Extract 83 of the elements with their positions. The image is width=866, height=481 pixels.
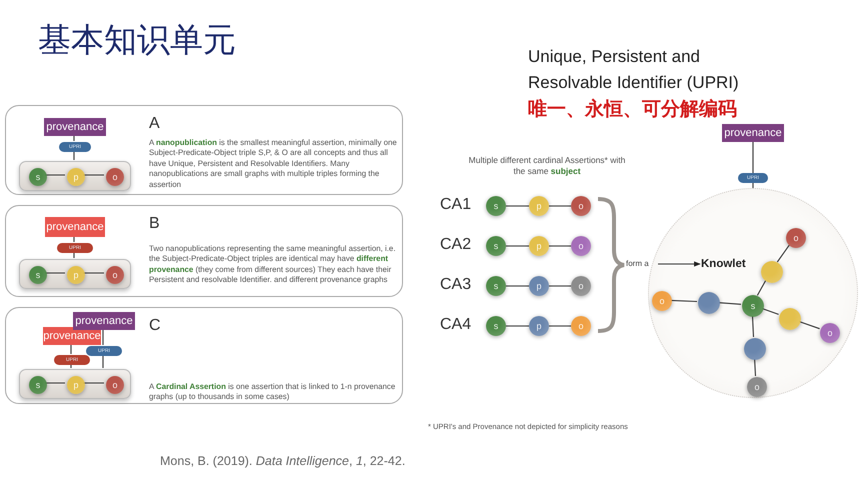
connector-line: [670, 300, 698, 302]
connector-line: [506, 325, 529, 327]
connector-line: [102, 355, 104, 368]
arrow: [658, 261, 701, 267]
connector-line: [549, 205, 571, 207]
subject-ball: s: [29, 168, 47, 186]
object-ball: o: [106, 168, 124, 186]
predicate-ball: [761, 261, 783, 283]
subject-ball: s: [486, 196, 506, 216]
row-label: CA3: [440, 276, 472, 294]
object-ball: o: [571, 316, 591, 336]
citation: Mons, B. (2019). Data Intelligence, 1, 22-42.: [160, 454, 406, 468]
panel-card: [5, 307, 403, 404]
object-ball: o: [571, 236, 591, 256]
connector-line: [506, 245, 529, 247]
subject-ball: s: [486, 236, 506, 256]
provenance-box: provenance: [43, 327, 101, 345]
subject-ball: s: [486, 316, 506, 336]
translation-text: 唯一、永恒、可分解编码: [528, 98, 738, 122]
connector-line: [776, 244, 790, 262]
object-ball: o: [571, 196, 591, 216]
predicate-ball: p: [529, 196, 549, 216]
provenance-box: provenance: [45, 217, 105, 237]
object-ball: o: [571, 276, 591, 296]
predicate-ball: p: [67, 376, 85, 394]
panel-letter: B: [149, 215, 160, 233]
connector-line: [45, 174, 65, 176]
predicate-ball: [698, 292, 720, 314]
assertion-tray: [19, 161, 131, 191]
provenance-box: provenance: [722, 124, 784, 142]
connector-line: [754, 358, 756, 376]
definition-text: Unique, Persistent and Resolvable Identifier (UPRI): [528, 46, 740, 94]
provenance-box: provenance: [73, 312, 135, 330]
connector-line: [83, 174, 104, 176]
panel-letter: A: [149, 115, 160, 133]
subject-ball: s: [29, 266, 47, 284]
row-label: CA1: [440, 196, 472, 214]
row-label: CA4: [440, 316, 472, 334]
connector-line: [549, 325, 571, 327]
connector-line: [506, 285, 529, 287]
predicate-ball: [744, 338, 766, 360]
predicate-ball: [779, 308, 801, 330]
connector-line: [549, 245, 571, 247]
subject-ball: s: [486, 276, 506, 296]
predicate-ball: p: [529, 316, 549, 336]
subject-ball: s: [742, 295, 764, 317]
connector-line: [752, 316, 754, 338]
connector-line: [45, 382, 65, 384]
connector-line: [756, 280, 766, 296]
connector-line: [83, 272, 104, 274]
object-ball: o: [106, 266, 124, 284]
object-ball: o: [747, 377, 767, 397]
connector-line: [549, 285, 571, 287]
knowlet-label: Knowlet: [701, 258, 753, 272]
provenance-box: provenance: [44, 118, 106, 136]
row-label: CA2: [440, 236, 472, 254]
assertion-tray: [19, 369, 131, 399]
predicate-ball: p: [529, 236, 549, 256]
connector-line: [718, 302, 742, 305]
connector-line: [762, 308, 779, 315]
predicate-ball: p: [67, 266, 85, 284]
panel-letter: C: [149, 317, 161, 335]
slide-title: 基本知识单元: [38, 20, 236, 60]
connector-line: [752, 183, 754, 188]
connector-line: [70, 344, 72, 354]
connector-line: [83, 382, 104, 384]
assertion-tray: [19, 259, 131, 289]
object-ball: o: [786, 228, 806, 248]
predicate-ball: p: [529, 276, 549, 296]
connector-line: [102, 329, 104, 345]
subject-ball: s: [29, 376, 47, 394]
connector-line: [752, 142, 754, 173]
group-heading: Multiple different cardinal Assertions* with the same subject: [468, 155, 626, 177]
object-ball: o: [820, 323, 840, 343]
arrow-text: form a: [626, 258, 658, 270]
object-ball: o: [106, 376, 124, 394]
panel-card: [5, 105, 403, 195]
object-ball: o: [652, 291, 672, 311]
connector-line: [506, 205, 529, 207]
panel-card: [5, 205, 403, 297]
predicate-ball: p: [67, 168, 85, 186]
connector-line: [45, 272, 65, 274]
connector-line: [799, 321, 820, 330]
